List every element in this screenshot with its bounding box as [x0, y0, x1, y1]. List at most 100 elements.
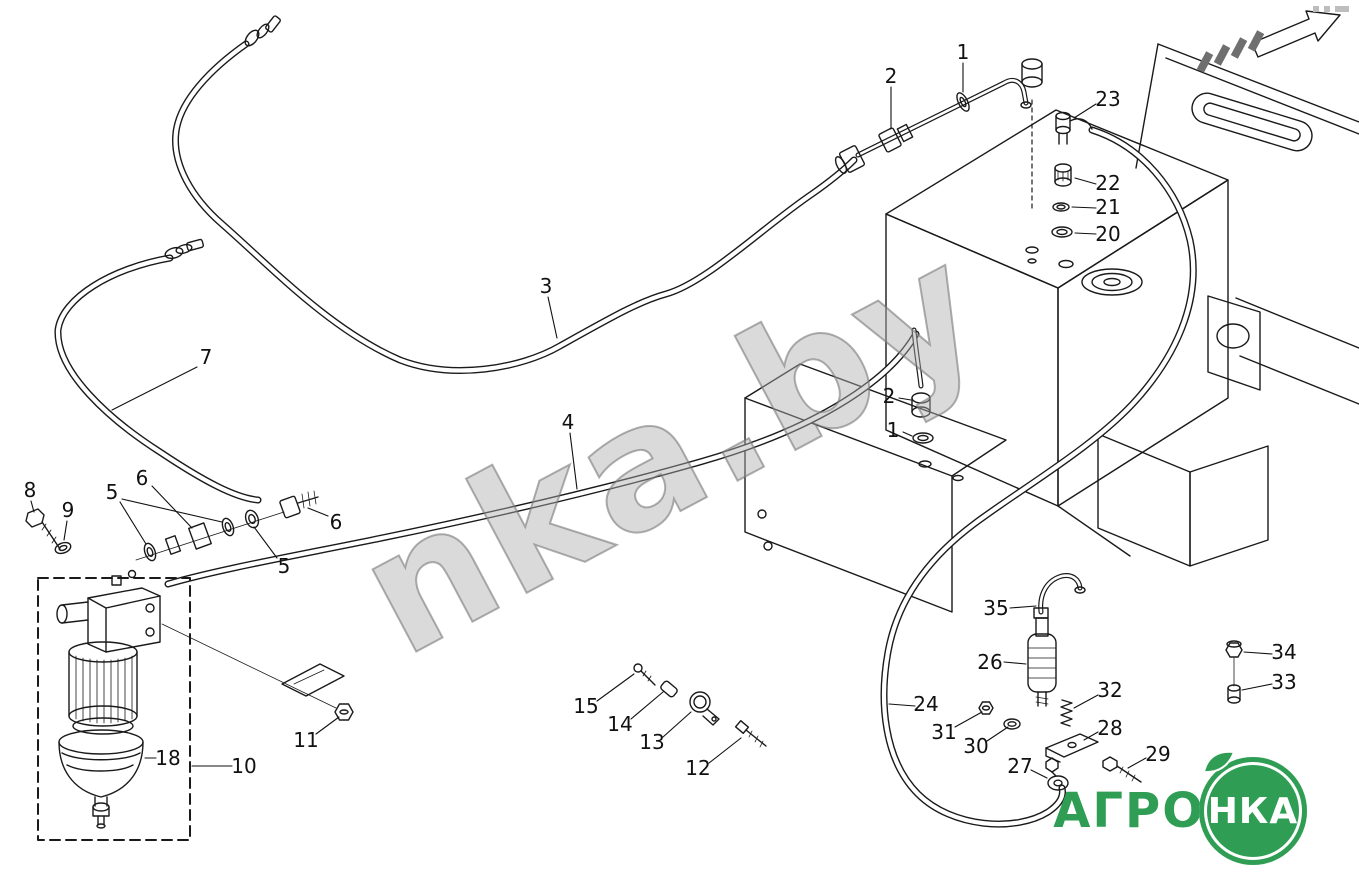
- filter-element: [68, 641, 138, 735]
- filter-head: [56, 569, 161, 653]
- leader-line: [253, 526, 278, 559]
- part-number-label: 35: [983, 596, 1008, 620]
- tank-support-bracket: [744, 363, 1007, 613]
- part-number-label: 1: [887, 418, 900, 442]
- part-number-label: 6: [330, 510, 343, 534]
- leader-line: [1073, 694, 1099, 709]
- hose-3-end-fitting: [244, 15, 281, 47]
- part-number-label: 32: [1097, 678, 1122, 702]
- leader-line: [111, 366, 198, 411]
- hatch-stripes: [1196, 30, 1265, 73]
- part-2-union-nut-top: [878, 123, 914, 153]
- corner-mark: [1324, 6, 1330, 12]
- leader-line: [1127, 757, 1147, 769]
- part-number-label: 21: [1095, 195, 1120, 219]
- leader-line: [1071, 206, 1097, 209]
- mounting-plate: [281, 663, 345, 697]
- assembly-boundary-box: [37, 577, 191, 841]
- part-number-label: 10: [231, 754, 256, 778]
- leader-line: [30, 500, 35, 513]
- part-number-label: 5: [278, 554, 291, 578]
- part-number-label: 8: [24, 478, 37, 502]
- part-number-label: 34: [1271, 640, 1296, 664]
- part-number-label: 13: [639, 730, 664, 754]
- leader-line: [1030, 769, 1048, 779]
- leader-line: [1241, 683, 1273, 691]
- part-27-banjo-bolt: [1045, 757, 1069, 791]
- part-number-label: 27: [1007, 754, 1032, 778]
- part-number-label: 2: [883, 384, 896, 408]
- part-34-nut: [1225, 640, 1243, 687]
- part-18-sediment-bowl: [58, 729, 144, 829]
- leader-line: [954, 711, 983, 728]
- part-29-bolt: [1102, 756, 1142, 783]
- part-22-sleeve: [1054, 163, 1072, 187]
- leader-line: [151, 485, 193, 529]
- part-number-label: 30: [963, 734, 988, 758]
- part-number-label: 28: [1097, 716, 1122, 740]
- part-number-label: 24: [913, 692, 938, 716]
- part-number-label: 1: [957, 40, 970, 64]
- hose-7-end-fitting: [164, 238, 205, 260]
- leaf-icon: [1202, 750, 1236, 774]
- part-35-pipe: [1033, 573, 1086, 619]
- part-1-washer-mid: [912, 432, 964, 482]
- leader-line: [1083, 731, 1099, 741]
- corner-mark: [1313, 6, 1319, 12]
- leader-line: [1074, 177, 1097, 185]
- part-number-label: 12: [685, 756, 710, 780]
- leader-line: [63, 520, 68, 541]
- leader-line: [596, 673, 635, 702]
- leader-line: [630, 691, 664, 720]
- part-14-spacer: [660, 680, 678, 698]
- part-number-label: 3: [540, 274, 553, 298]
- corner-marks: [1313, 6, 1349, 12]
- part-number-label: 15: [573, 694, 598, 718]
- part-23-breather-elbow: [1055, 111, 1093, 145]
- leader-line: [547, 296, 558, 339]
- part-15-screw: [633, 663, 656, 686]
- fuel-hose-3: [171, 40, 858, 374]
- part-number-label: 7: [200, 345, 213, 369]
- direction-arrow-icon: [1251, 10, 1341, 58]
- leader-line: [569, 432, 578, 490]
- leader-line: [986, 726, 1009, 742]
- inlet-tube: [855, 77, 1032, 158]
- leader-line: [1073, 103, 1097, 119]
- part-26-inline-filter: [1027, 617, 1057, 707]
- part-9-washer: [54, 541, 72, 555]
- part-number-label: 22: [1095, 171, 1120, 195]
- part-12-screw: [734, 720, 767, 748]
- fuel-hose-7: [54, 254, 262, 504]
- leader-line: [708, 737, 742, 764]
- leader-line: [898, 397, 912, 401]
- part-number-label: 29: [1145, 742, 1170, 766]
- outlet-tube: [911, 327, 924, 389]
- leader-line: [1243, 651, 1273, 655]
- part-number-label: 11: [293, 728, 318, 752]
- part-30-washer: [1003, 718, 1021, 730]
- part-number-label: 9: [62, 498, 75, 522]
- callout-layer: 1223222120374218956653526243433322831302…: [24, 40, 1297, 780]
- part-number-label: 18: [155, 746, 180, 770]
- fuel-filter-assembly: [37, 569, 191, 841]
- part-31-nut: [978, 701, 994, 715]
- leader-line: [119, 501, 147, 545]
- leader-line: [315, 716, 340, 735]
- brand-badge: НКА: [1199, 750, 1307, 865]
- part-number-label: 6: [136, 466, 149, 490]
- part-number-label: 14: [607, 712, 632, 736]
- filler-dipstick: [1021, 58, 1043, 264]
- leader-line: [1003, 661, 1027, 665]
- part-20-washer: [1051, 226, 1074, 269]
- leader-line: [1009, 605, 1037, 609]
- leader-line: [888, 703, 916, 707]
- part-number-label: 5: [106, 480, 119, 504]
- part-number-label: 2: [885, 64, 898, 88]
- banjo-fitting-set: [135, 490, 319, 562]
- leader-line: [307, 507, 329, 517]
- part-number-label: 4: [562, 410, 575, 434]
- part-8-bolt: [25, 508, 61, 550]
